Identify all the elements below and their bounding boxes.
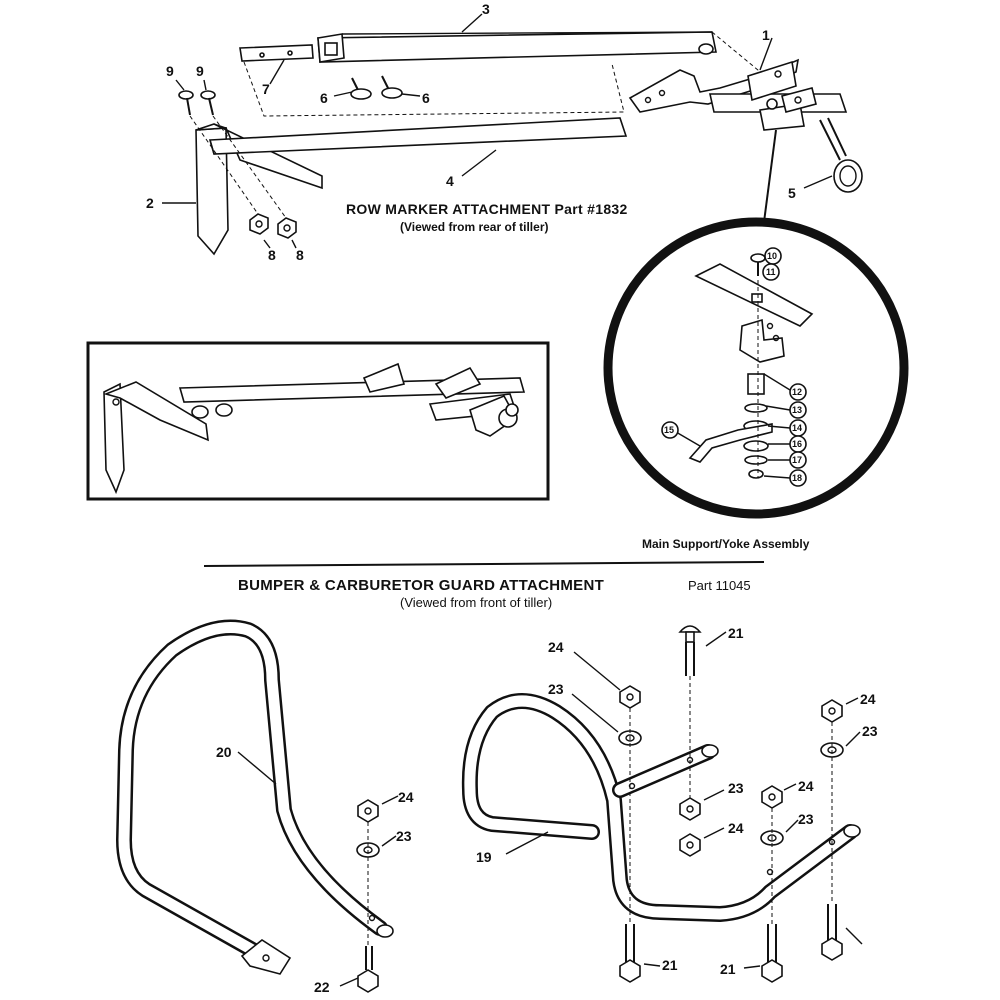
- callout-12: 12: [792, 387, 802, 397]
- row-marker-callouts: 3 1 7 6 6 9 9 2 4 5 8 8: [146, 1, 833, 263]
- part-5-pin: [819, 117, 863, 193]
- callout-13: 13: [792, 405, 802, 415]
- inset-callouts: 10 11 12 13 14 15 16 17 18: [661, 247, 807, 487]
- part-3-bar: [317, 31, 717, 63]
- callout-18: 18: [792, 473, 802, 483]
- callout-1: 1: [762, 27, 770, 43]
- part-6-bolts: [350, 75, 403, 100]
- part-19-guard: [461, 693, 861, 922]
- callout-24b: 24: [548, 639, 564, 655]
- callout-24d: 24: [798, 778, 814, 794]
- row-marker-subtitle: (Viewed from rear of tiller): [400, 220, 548, 234]
- callout-2: 2: [146, 195, 154, 211]
- callout-8b: 8: [296, 247, 304, 263]
- left-hardware: [356, 799, 380, 993]
- guard-callouts: 21 24 23 23 24 24 23 24 23 21 21: [548, 625, 878, 977]
- callout-14: 14: [792, 423, 802, 433]
- row-marker-exploded-view: [178, 31, 863, 256]
- callout-7: 7: [262, 81, 270, 97]
- part-1-yoke: [628, 58, 848, 131]
- callout-3: 3: [482, 1, 490, 17]
- section-divider: [203, 561, 765, 567]
- callout-9b: 9: [196, 63, 204, 79]
- callout-22: 22: [314, 979, 330, 995]
- part-4-bar: [208, 117, 628, 155]
- callout-21c: 21: [720, 961, 736, 977]
- callout-5: 5: [788, 185, 796, 201]
- callout-4: 4: [446, 173, 454, 189]
- callout-6a: 6: [320, 90, 328, 106]
- part-20-bumper-tube: [116, 619, 394, 975]
- callout-19: 19: [476, 849, 492, 865]
- bumper-subtitle: (Viewed from front of tiller): [400, 595, 552, 610]
- callout-17: 17: [792, 455, 802, 465]
- callout-16: 16: [792, 439, 802, 449]
- bumper-title: BUMPER & CARBURETOR GUARD ATTACHMENT: [238, 577, 604, 594]
- callout-10: 10: [767, 251, 777, 261]
- callout-23a: 23: [396, 828, 412, 844]
- callout-23b: 23: [548, 681, 564, 697]
- callout-23c: 23: [728, 780, 744, 796]
- part-7-strip: [239, 44, 314, 62]
- callout-8a: 8: [268, 247, 276, 263]
- row-marker-title: ROW MARKER ATTACHMENT Part #1832: [346, 201, 628, 217]
- yoke-inset-circle: 10 11 12 13 14 15 16 17 18: [603, 217, 909, 519]
- callout-6b: 6: [422, 90, 430, 106]
- yoke-caption: Main Support/Yoke Assembly: [642, 537, 810, 551]
- callout-11: 11: [766, 267, 776, 277]
- part-9-screws: [178, 90, 216, 116]
- callout-15: 15: [664, 425, 674, 435]
- callout-21b: 21: [662, 957, 678, 973]
- callout-20: 20: [216, 744, 232, 760]
- part-8-nuts: [249, 213, 297, 239]
- callout-9a: 9: [166, 63, 174, 79]
- callout-21a: 21: [728, 625, 744, 641]
- callout-23e: 23: [862, 723, 878, 739]
- row-marker-assembled-view: [86, 341, 550, 501]
- callout-24e: 24: [860, 691, 876, 707]
- bumper-part-number: Part 11045: [688, 578, 751, 593]
- callout-23d: 23: [798, 811, 814, 827]
- callout-24a: 24: [398, 789, 414, 805]
- guard-hardware: [618, 625, 844, 983]
- callout-24c: 24: [728, 820, 744, 836]
